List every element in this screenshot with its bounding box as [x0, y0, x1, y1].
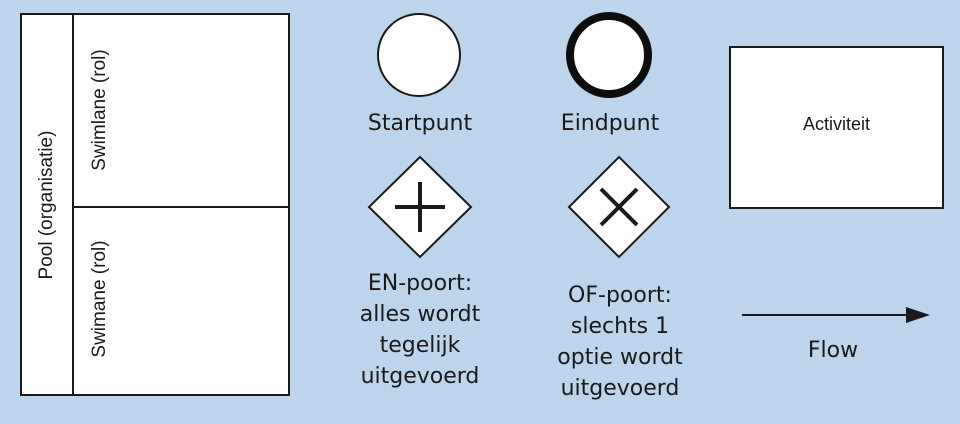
arrowhead-icon	[906, 307, 930, 323]
or-gateway-line: uitgevoerd	[560, 376, 680, 401]
or-gateway-line: slechts 1	[570, 314, 670, 339]
lane-top-label: Swimlane (rol)	[89, 49, 110, 171]
pool-shape	[20, 13, 290, 396]
lane-bottom-label: Swimane (rol)	[89, 240, 110, 358]
end-event-label: Eindpunt	[560, 111, 660, 136]
activity-label: Activiteit	[802, 114, 871, 134]
end-event-shape	[566, 12, 652, 98]
start-event-label: Startpunt	[367, 111, 473, 136]
and-gateway-line: tegelijk	[379, 333, 461, 358]
or-gateway-label: OF-poort: slechts 1 optie wordt uitgevoe…	[525, 280, 715, 404]
pool-label: Pool (organisatie)	[36, 130, 57, 280]
or-gateway-line: optie wordt	[557, 345, 683, 370]
activity-shape	[729, 46, 944, 209]
and-gateway-line: uitgevoerd	[360, 364, 480, 389]
flow-label: Flow	[807, 338, 859, 363]
flow-arrow-shape	[742, 307, 930, 323]
and-gateway-shape	[367, 155, 473, 259]
and-gateway-line: EN-poort:	[367, 271, 473, 296]
or-gateway-line: OF-poort:	[568, 283, 672, 308]
and-gateway-label: EN-poort: alles wordt tegelijk uitgevoer…	[330, 268, 510, 392]
or-gateway-shape	[567, 155, 671, 259]
and-gateway-line: alles wordt	[359, 302, 481, 327]
start-event-shape	[377, 13, 461, 97]
